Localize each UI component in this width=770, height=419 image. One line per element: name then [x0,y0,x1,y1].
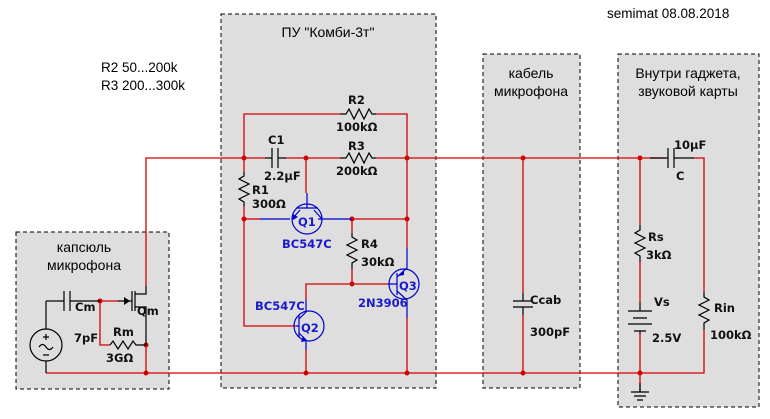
r4-name: R4 [361,237,378,251]
jfet-qm: Qm [118,286,159,345]
q3-model: 2N3906 [358,296,408,310]
q2-model: BC547C [255,299,305,313]
r3-name: R3 [348,139,365,153]
q2-name: Q2 [301,321,319,335]
c-value: 10µF [674,138,706,152]
rin-value: 100kΩ [710,328,752,342]
resistor-rin: Rin 100kΩ [697,292,752,342]
resistor-rs: Rs 3kΩ [633,225,672,262]
r3-value: 200kΩ [336,164,378,178]
rs-name: Rs [648,230,664,244]
r2-name: R2 [348,93,365,107]
q1-name: Q1 [298,215,316,229]
c1-name: C1 [268,133,284,147]
capsule-title-1: капсюль [57,239,111,255]
ground-icon [631,383,649,401]
rin-name: Rin [714,301,735,315]
preamp-title: ПУ "Комби-3т" [282,24,375,40]
resistor-rm: Rm 3GΩ [106,325,146,365]
block-capsule: капсюль микрофона [15,231,170,390]
r1-value: 300Ω [252,197,286,211]
capacitor-ccab: Ccab 300pF [513,293,570,339]
resistor-r4: R4 30kΩ [345,233,395,269]
ccab-name: Ccab [530,293,561,307]
cable-title-2: микрофона [494,83,568,99]
r1-name: R1 [252,183,269,197]
block-cable: кабель микрофона [482,53,581,389]
rm-name: Rm [113,325,134,339]
transistor-q1: Q1 BC547C [260,193,352,251]
resistor-r2: R2 100kΩ [336,93,378,134]
c1-value: 2.2µF [264,169,301,183]
block-gadget: Внутри гаджета, звуковой карты [617,53,760,408]
qm-name: Qm [137,304,159,318]
resistor-r1: R1 300Ω [237,172,286,211]
transistor-q3: Q3 2N3906 [358,248,420,318]
r4-value: 30kΩ [361,255,395,269]
block-preamp: ПУ "Комби-3т" [220,13,437,389]
capacitor-c1: C1 2.2µF [264,133,301,183]
resistor-r3: R3 200kΩ [336,139,378,178]
rm-value: 3GΩ [106,351,133,365]
c-name: C [676,169,684,183]
battery-vs: Vs 2.5V [628,295,681,345]
note-r3: R3 200...300k [101,78,185,93]
capsule-title-2: микрофона [47,257,121,273]
ccab-value: 300pF [530,325,570,339]
q3-name: Q3 [399,279,417,293]
capacitor-cm: Cm 7pF [58,291,100,345]
rs-value: 3kΩ [646,248,672,262]
vs-name: Vs [654,295,670,309]
q1-model: BC547C [282,237,332,251]
r2-value: 100kΩ [336,120,378,134]
cable-title-1: кабель [509,65,554,81]
capacitor-c: 10µF C [650,138,706,183]
gadget-title-1: Внутри гаджета, [635,65,740,81]
vs-value: 2.5V [652,331,681,345]
note-r2: R2 50...200k [101,60,178,75]
transistor-q2: Q2 BC547C [255,299,325,350]
ac-source-icon [29,300,63,373]
gadget-title-2: звуковой карты [638,83,738,99]
signature: semimat 08.08.2018 [607,6,729,21]
cm-name: Cm [75,300,95,314]
cm-value: 7pF [74,331,98,345]
